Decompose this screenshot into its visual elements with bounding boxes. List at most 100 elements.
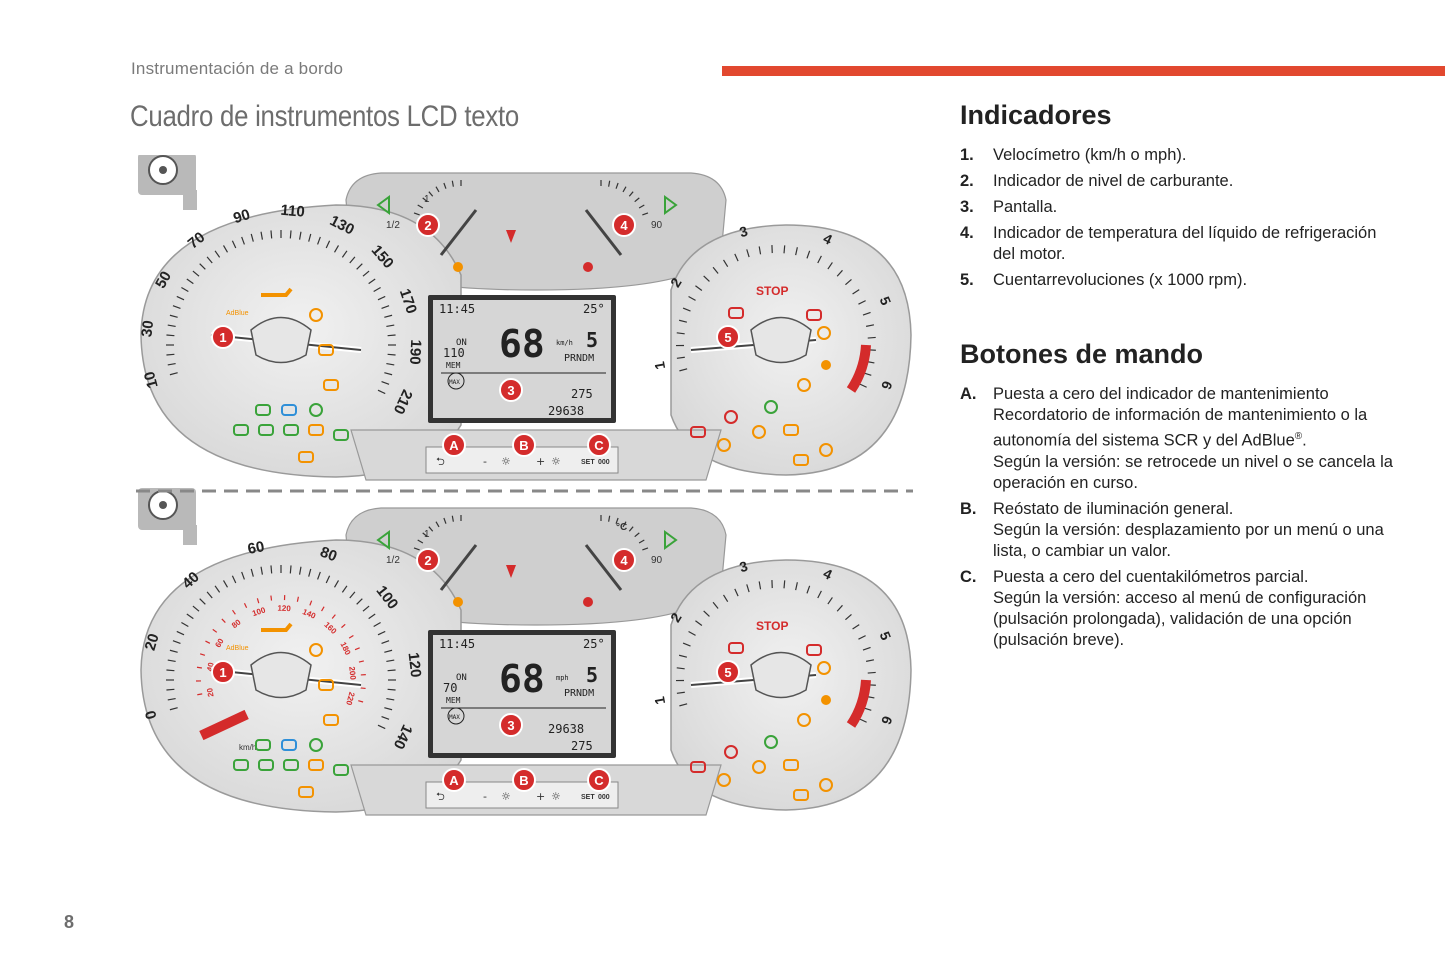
item-text: Velocímetro (km/h o mph). [993,146,1187,164]
warning-light-icon [233,424,249,436]
dial-tick [387,334,396,337]
lcd-cruise-on: ON [456,338,467,348]
dial-tick [387,688,396,691]
dial-tick [758,581,762,590]
speed-tick-label: 10 [141,369,162,390]
warning-light-icon [819,443,833,457]
dial-tick [270,565,273,574]
dial-tick [231,240,237,249]
callout-label: 3 [507,383,514,398]
seatbelt-icon [506,565,516,578]
item-line: Según la versión: acceso al menú de conf… [993,588,1367,649]
dial-tick [746,249,750,258]
warning-light-icon [797,378,811,392]
item-line: Según la versión: desplazamiento por un … [993,520,1384,560]
dial-tick [169,372,178,376]
warning-light-icon [728,642,744,654]
wrench-icon [261,622,293,632]
wrench-icon [261,287,293,297]
dial-tick [783,245,786,254]
speed-tick-label: 90 [231,206,252,227]
dial-tick [260,566,264,575]
dial-tick [845,278,852,286]
dial-tick [358,660,364,663]
warning-light-icon [309,308,323,322]
item-number: B. [960,499,977,518]
warning-light-icon [764,400,778,414]
dial-tick [289,230,292,239]
dial-tick [298,566,302,575]
dial-tick [222,245,229,253]
lcd-odometer: 29638 [548,722,584,736]
callout-label: C [594,438,604,453]
callout-badge [499,378,523,402]
callout-label: B [519,438,528,453]
fuel-half-label: 1/2 [386,220,400,231]
dial-tick [795,582,798,591]
dial-tick [308,568,312,577]
dial-tick [638,204,645,209]
dial-tick [867,336,876,339]
item-number: A. [960,385,977,403]
turn-left-arrow-icon [376,195,390,215]
dial-tick [865,324,875,327]
dial-tick [638,539,645,544]
section-label: Instrumentación de a bordo [131,59,344,78]
callout-label: 5 [724,665,731,680]
dial-tick [333,245,340,253]
dial-tick [417,204,424,209]
dial-tick [622,521,627,528]
dial-tick [451,515,454,522]
dial-tick [199,598,206,605]
rpm-tick-label: 1 [651,695,668,706]
botones-list: A. Puesta a cero del indicador de manten… [960,384,1400,651]
dial-tick [356,598,363,605]
callout-badge [612,548,636,572]
dial-tick [676,667,685,670]
dial-tick [858,635,866,640]
warning-light-icon [333,764,349,776]
dial-tick [309,600,313,606]
dial-tick [413,547,420,551]
warning-light-icon [690,761,706,773]
list-item: B. Reóstato de iluminación general. Segú… [960,499,1400,562]
warning-light-icon [806,644,822,656]
dial-tick [308,233,312,242]
warning-light-icon [255,404,271,416]
dial-tick [166,334,175,337]
dial-tick [362,605,370,612]
dial-tick [852,624,860,630]
fuel-full-label: 1 [424,194,430,205]
dial-tick [703,275,710,282]
dial-tick [341,585,348,593]
item-line: Según la versión: se retrocede un nivel … [993,452,1393,492]
warning-light-icon [309,738,323,752]
dial-tick [678,654,688,658]
warning-light-icon [309,643,323,657]
dial-tick [172,640,181,644]
brightness-down-icon: ☼ [501,790,511,803]
dial-tick [734,253,739,262]
warning-light-icon [819,778,833,792]
lcd-time: 11:45 [439,637,475,651]
page-number: 8 [64,912,75,932]
dial-tick [443,182,447,189]
callout-badge [587,433,611,457]
lcd-screen [433,635,611,753]
dial-tick [817,590,822,599]
lcd-mem: MEM [446,361,461,370]
page-title: Cuadro de instrumentos LCD texto [130,100,519,133]
dial-tick [381,381,390,385]
dial-tick [695,285,703,291]
back-arrow-icon: ⮌ [436,790,445,803]
item-number: 4. [960,224,974,242]
dial-tick [642,547,649,551]
dial-tick [422,197,428,203]
lcd-max: MAX [449,714,460,721]
dial-tick [387,353,396,356]
dial-tick [231,575,237,584]
temp-90-label: 90 [651,555,663,566]
lcd-gear: 5 [586,328,598,352]
warning-light-icon [258,424,274,436]
